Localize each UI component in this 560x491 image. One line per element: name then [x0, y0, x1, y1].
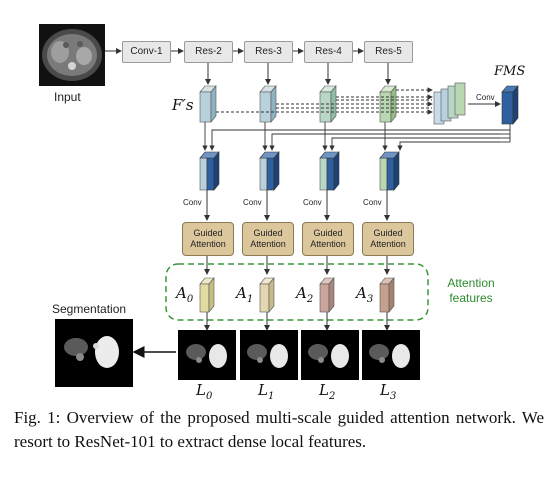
concat-block-0	[199, 151, 220, 191]
attn-block-1	[259, 277, 275, 313]
fms-label: FMS	[494, 64, 526, 79]
loss-3: L3	[380, 381, 397, 402]
ga-line1: Guided	[253, 228, 283, 238]
conv-concat-blocks	[199, 151, 400, 191]
concat-block-1	[259, 151, 280, 191]
attention-symbol-1: A1	[236, 284, 254, 305]
loss-1: L1	[258, 381, 275, 402]
attention-symbol-3: A3	[356, 284, 374, 305]
fms-conv-label: Conv	[476, 93, 495, 102]
ga-line1: Guided	[313, 228, 343, 238]
attn-block-0	[199, 277, 215, 313]
ga-line1: Guided	[373, 228, 403, 238]
attention-symbol-2: A2	[296, 284, 314, 305]
fs-label: F′s	[172, 96, 194, 114]
loss-0: L0	[196, 381, 213, 402]
fs-block-1	[259, 85, 277, 123]
conv-label-1: Conv	[243, 198, 262, 207]
segmentation-label: Segmentation	[52, 302, 127, 316]
stage-res2: Res-2	[184, 41, 233, 63]
fms-feedback-lines	[202, 122, 511, 151]
architecture-diagram: Conv Conv Conv Conv Conv	[39, 24, 519, 387]
caption-label: Fig. 1:	[14, 408, 61, 427]
mask-1	[240, 330, 298, 380]
figure-caption: Fig. 1: Overview of the proposed multi-s…	[14, 406, 544, 454]
mask-images	[178, 330, 420, 380]
attention-feature-blocks	[199, 277, 395, 313]
ga-line2: Attention	[250, 239, 286, 249]
input-ct-image	[39, 24, 105, 86]
stage-res5: Res-5	[364, 41, 413, 63]
conv-label-0: Conv	[183, 198, 202, 207]
conv-label-3: Conv	[363, 198, 382, 207]
fs-feature-blocks	[199, 85, 397, 123]
mask-3	[362, 330, 420, 380]
ga-line2: Attention	[310, 239, 346, 249]
ga-line2: Attention	[370, 239, 406, 249]
conv-to-ga-arrows	[204, 190, 390, 331]
stage-res3: Res-3	[244, 41, 293, 63]
concat-feature-stack	[433, 82, 466, 125]
upsample-dashed-lines	[216, 87, 433, 115]
stage-conv1: Conv-1	[122, 41, 171, 63]
input-label: Input	[54, 90, 81, 104]
mask-2	[301, 330, 359, 380]
concat-block-3	[379, 151, 400, 191]
stage-res4: Res-4	[304, 41, 353, 63]
ga-line2: Attention	[190, 239, 226, 249]
attention-symbol-0: A0	[176, 284, 194, 305]
mask-0	[178, 330, 236, 380]
attention-group-outline	[165, 263, 429, 321]
backbone-arrows	[105, 48, 391, 85]
conv-label-2: Conv	[303, 198, 322, 207]
fms-block	[501, 85, 519, 125]
loss-2: L2	[319, 381, 336, 402]
caption-text: Overview of the proposed multi-scale gui…	[14, 408, 544, 451]
segmentation-output-image	[55, 319, 133, 387]
fs-block-0	[199, 85, 217, 123]
attn-block-3	[379, 277, 395, 313]
ga-line1: Guided	[193, 228, 223, 238]
attn-block-2	[319, 277, 335, 313]
concat-block-2	[319, 151, 340, 191]
